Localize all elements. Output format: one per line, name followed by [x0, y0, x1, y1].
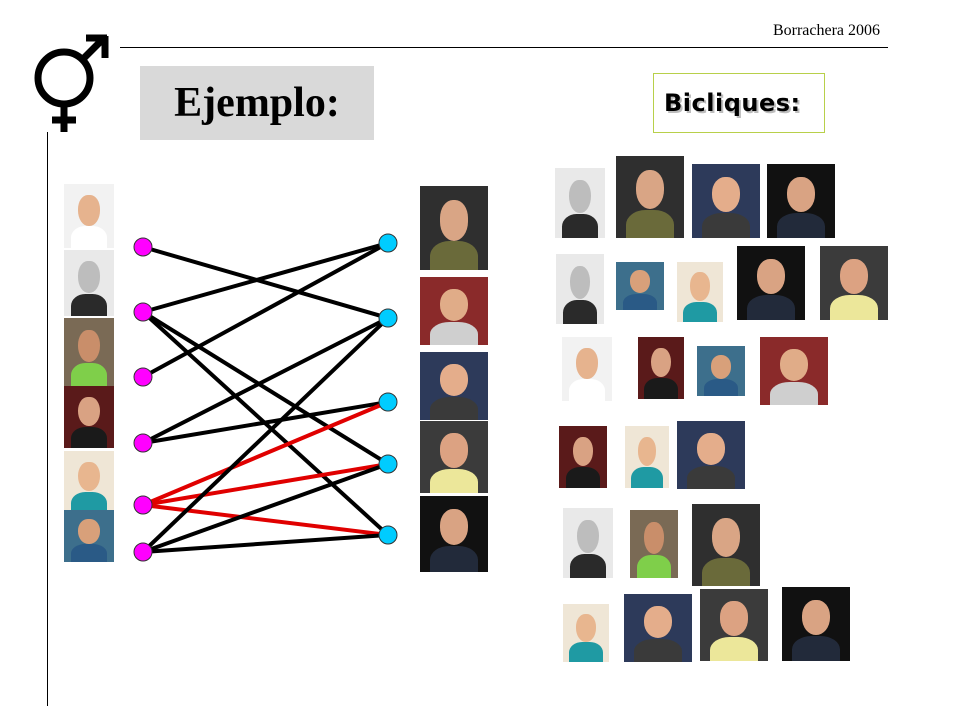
node-L4 — [133, 433, 153, 453]
node-L3 — [133, 367, 153, 387]
edge-L4-R2 — [142, 316, 389, 445]
right-photo-4 — [420, 421, 488, 493]
top-divider — [120, 47, 888, 48]
edge-L2-R4 — [141, 310, 390, 466]
right-photo-2 — [420, 277, 488, 345]
biclique-photo-r5-2 — [630, 510, 678, 578]
node-L2 — [133, 302, 153, 322]
edge-L1-R2 — [142, 245, 389, 320]
left-photo-3 — [64, 318, 114, 386]
biclique-photo-r2-4 — [737, 246, 805, 320]
bicliques-label: Bicliques: — [664, 89, 801, 117]
biclique-photo-r4-2 — [625, 426, 669, 488]
left-photo-5 — [64, 451, 114, 513]
biclique-photo-r4-3 — [677, 421, 745, 489]
edge-L5-R5 — [142, 503, 389, 537]
left-photo-6 — [64, 510, 114, 562]
biclique-photo-r3-3 — [697, 346, 745, 396]
edge-L5-R3 — [142, 400, 389, 507]
biclique-photo-r3-1 — [562, 337, 612, 401]
biclique-photo-r6-4 — [782, 587, 850, 661]
node-R5 — [378, 525, 398, 545]
biclique-photo-r2-1 — [556, 254, 604, 324]
right-photo-5 — [420, 496, 488, 572]
edge-L6-R2 — [141, 316, 390, 554]
right-photo-1 — [420, 186, 488, 270]
node-R1 — [378, 233, 398, 253]
node-L6 — [133, 542, 153, 562]
left-photo-4 — [64, 386, 114, 448]
biclique-photo-r6-2 — [624, 594, 692, 662]
biclique-photo-r1-4 — [767, 164, 835, 238]
edge-L6-R4 — [142, 462, 389, 554]
node-R3 — [378, 392, 398, 412]
slide-title: Ejemplo: — [174, 80, 340, 126]
left-divider — [47, 132, 48, 706]
biclique-photo-r2-2 — [616, 262, 664, 310]
biclique-photo-r1-3 — [692, 164, 760, 238]
biclique-photo-r3-2 — [638, 337, 684, 399]
left-photo-2 — [64, 250, 114, 316]
bicliques-label-box: Bicliques: — [653, 73, 825, 133]
biclique-photo-r1-1 — [555, 168, 605, 238]
biclique-photo-r2-3 — [677, 262, 723, 322]
slide-title-box: Ejemplo: — [140, 66, 374, 140]
left-photo-1 — [64, 184, 114, 248]
edge-L5-R4 — [142, 462, 389, 507]
biclique-photo-r5-1 — [563, 508, 613, 578]
biclique-photo-r3-4 — [760, 337, 828, 405]
biclique-photo-r5-3 — [692, 504, 760, 586]
biclique-photo-r1-2 — [616, 156, 684, 238]
biclique-photo-r4-1 — [559, 426, 607, 488]
gender-venus-mars-icon — [34, 34, 109, 132]
node-L1 — [133, 237, 153, 257]
edge-L4-R3 — [142, 400, 389, 445]
edge-L3-R1 — [142, 241, 389, 379]
edge-L6-R5 — [142, 533, 389, 554]
biclique-photo-r6-3 — [700, 589, 768, 661]
author-credit: Borrachera 2006 — [772, 22, 880, 39]
node-R4 — [378, 454, 398, 474]
biclique-photo-r2-5 — [820, 246, 888, 320]
edge-L2-R1 — [142, 241, 389, 314]
right-photo-3 — [420, 352, 488, 420]
biclique-photo-r6-1 — [563, 604, 609, 662]
node-L5 — [133, 495, 153, 515]
node-R2 — [378, 308, 398, 328]
